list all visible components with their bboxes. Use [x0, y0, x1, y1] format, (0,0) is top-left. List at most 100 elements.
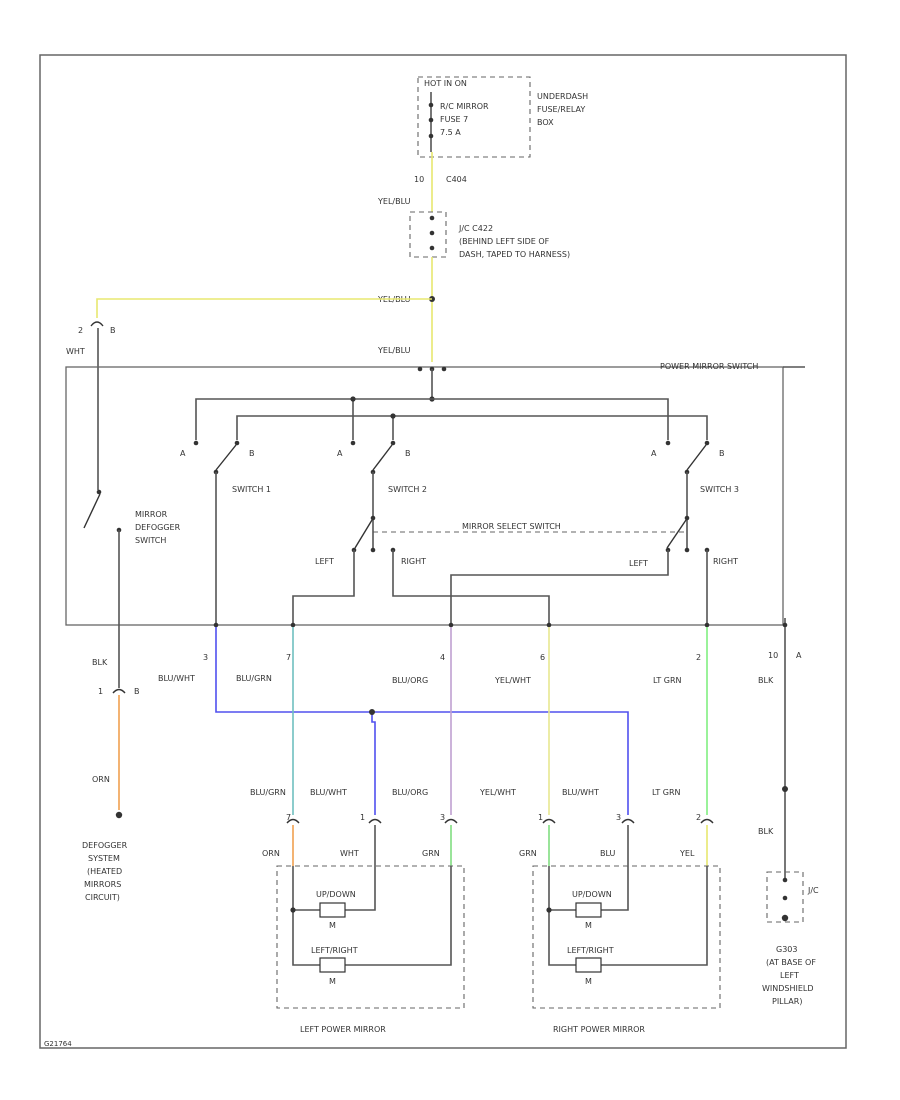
right-mirror-pin-3: 2	[696, 813, 701, 822]
defogger-system-5: CIRCUIT)	[85, 893, 120, 902]
jc-c422: J/C C422 (BEHIND LEFT SIDE OF DASH, TAPE…	[409, 211, 570, 259]
harness-blk-pin-b: B	[134, 687, 140, 696]
ground-wire-blk: BLK	[758, 827, 774, 836]
left-mirror-wire-2: BLU/WHT	[310, 788, 347, 797]
defogger-system-3: (HEATED	[87, 867, 122, 876]
right-mirror-wire-3: LT GRN	[652, 788, 681, 797]
right-mirror-updown: UP/DOWN	[572, 890, 612, 899]
ground-jc-box	[766, 871, 804, 923]
fuse-box-line-2: FUSE 7	[440, 115, 468, 124]
yel-blu-branch	[96, 298, 432, 318]
harness-pin-5: 2	[696, 653, 701, 662]
switch2-label: SWITCH 2	[388, 485, 427, 494]
blu-wht-branch	[371, 712, 376, 815]
defogger-system-4: MIRRORS	[84, 880, 121, 889]
g303-5: PILLAR)	[772, 997, 802, 1006]
mirror-select-label: MIRROR SELECT SWITCH	[462, 522, 561, 531]
mirror-defogger-2: DEFOGGER	[135, 523, 181, 532]
harness-pin-3: 4	[440, 653, 445, 662]
switch1-label: SWITCH 1	[232, 485, 271, 494]
harness-pin-4: 6	[540, 653, 545, 662]
underdash-fuse-relay-box: HOT IN ON R/C MIRROR FUSE 7 7.5 A UNDERD…	[417, 76, 588, 158]
yel-blu-label-1: YEL/BLU	[377, 197, 411, 206]
c404-pin: 10	[414, 175, 424, 184]
left-mirror-updown: UP/DOWN	[316, 890, 356, 899]
fuse-box-label-2: FUSE/RELAY	[537, 105, 585, 114]
select-right-1: RIGHT	[401, 557, 426, 566]
left-mirror-inner-wht: WHT	[340, 849, 359, 858]
fuse-box-label-3: BOX	[537, 118, 554, 127]
right-mirror-inner-grn: GRN	[519, 849, 537, 858]
right-mirror-wire-2: BLU/WHT	[562, 788, 599, 797]
harness-pin-1: 3	[203, 653, 208, 662]
harness-wire-2: BLU/GRN	[236, 674, 272, 683]
left-mirror-leftright: LEFT/RIGHT	[311, 946, 358, 955]
left-mirror-wire-3: BLU/ORG	[392, 788, 428, 797]
right-mirror-pin-2: 3	[616, 813, 621, 822]
right-mirror-inner-yel: YEL	[679, 849, 695, 858]
g303-3: LEFT	[780, 971, 799, 980]
mirror-defogger-3: SWITCH	[135, 536, 166, 545]
harness-wire-1: BLU/WHT	[158, 674, 195, 683]
right-mirror-pin-1: 1	[538, 813, 543, 822]
c422-label-3: DASH, TAPED TO HARNESS)	[459, 250, 570, 259]
defog-wire-wht: WHT	[66, 347, 85, 356]
fuse-box-line-3: 7.5 A	[440, 128, 461, 137]
select-right-2: RIGHT	[713, 557, 738, 566]
blu-wht-wire	[215, 627, 629, 815]
right-mirror-leftright: LEFT/RIGHT	[567, 946, 614, 955]
harness-blk-pin: 1	[98, 687, 103, 696]
defogger-system-1: DEFOGGER	[82, 841, 128, 850]
harness-wire-3: BLU/ORG	[392, 676, 428, 685]
select-left-2: LEFT	[629, 559, 648, 568]
fuse-box-label-1: UNDERDASH	[537, 92, 588, 101]
right-power-mirror-box	[532, 865, 721, 1009]
switch3-a: A	[651, 449, 657, 458]
c404-name: C404	[446, 175, 467, 184]
c422-label-2: (BEHIND LEFT SIDE OF	[459, 237, 550, 246]
ground-wire-label: BLK	[758, 676, 774, 685]
left-mirror-pin-2: 1	[360, 813, 365, 822]
switch1-a: A	[180, 449, 186, 458]
left-mirror-pin-3: 3	[440, 813, 445, 822]
power-mirror-switch-title: POWER MIRROR SWITCH	[660, 362, 758, 371]
power-mirror-switch-box	[65, 366, 784, 626]
g303-4: WINDSHIELD	[762, 984, 814, 993]
select-left-1: LEFT	[315, 557, 334, 566]
switch2-a: A	[337, 449, 343, 458]
left-mirror-motor-1: M	[329, 921, 336, 930]
switch3-label: SWITCH 3	[700, 485, 739, 494]
harness-orn: ORN	[92, 775, 110, 784]
switch2-b: B	[405, 449, 411, 458]
harness-wire-4: YEL/WHT	[494, 676, 531, 685]
left-mirror-pin-1: 7	[286, 813, 291, 822]
footer-id: G21764	[44, 1040, 72, 1048]
left-power-mirror-box	[276, 865, 465, 1009]
right-mirror-inner-blu: BLU	[600, 849, 616, 858]
left-mirror-inner-grn: GRN	[422, 849, 440, 858]
switch3-b: B	[719, 449, 725, 458]
ground-jc-label: J/C	[807, 886, 819, 895]
defog-pin-a: 2	[78, 326, 83, 335]
harness-pin-2: 7	[286, 653, 291, 662]
g303-1: G303	[776, 945, 797, 954]
harness-blk: BLK	[92, 658, 108, 667]
fuse-box-line-1: R/C MIRROR	[440, 102, 489, 111]
ground-pin-b: A	[796, 651, 802, 660]
switch1-b: B	[249, 449, 255, 458]
diagram-frame	[39, 54, 847, 1049]
left-power-mirror-name: LEFT POWER MIRROR	[300, 1025, 386, 1034]
left-mirror-wire-1: BLU/GRN	[250, 788, 286, 797]
defogger-system-2: SYSTEM	[88, 854, 120, 863]
left-mirror-motor-2: M	[329, 977, 336, 986]
right-mirror-motor-2: M	[585, 977, 592, 986]
harness-wire-5: LT GRN	[653, 676, 682, 685]
right-mirror-motor-1: M	[585, 921, 592, 930]
defog-pin-b: B	[110, 326, 116, 335]
ground-pin: 10	[768, 651, 778, 660]
yel-blu-label-3: YEL/BLU	[377, 346, 411, 355]
fuse-box-header: HOT IN ON	[424, 79, 467, 88]
right-power-mirror-name: RIGHT POWER MIRROR	[553, 1025, 645, 1034]
c422-label-1: J/C C422	[458, 224, 493, 233]
